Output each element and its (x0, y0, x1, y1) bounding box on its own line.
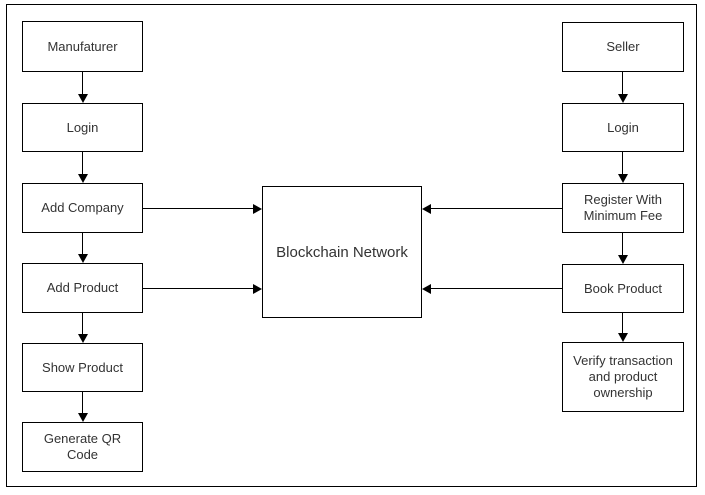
node-left-login[interactable]: Login (22, 103, 143, 152)
edge-add-product-to-blockchain-line (143, 288, 253, 289)
edge-manufaturer-to-login-line (82, 72, 83, 94)
node-generate-qr-code[interactable]: Generate QR Code (22, 422, 143, 472)
node-register-with-minimum-fee[interactable]: Register With Minimum Fee (562, 183, 684, 233)
edge-manufaturer-to-login-arrowhead (78, 94, 88, 103)
edge-login-to-register-fee-arrowhead (618, 174, 628, 183)
edge-book-product-to-verify-line (622, 313, 623, 333)
edge-add-company-to-blockchain-line (143, 208, 253, 209)
edge-register-fee-to-book-product-line (622, 233, 623, 255)
node-add-company[interactable]: Add Company (22, 183, 143, 233)
edge-login-to-add-company-line (82, 152, 83, 174)
edge-show-product-to-qr-line (82, 392, 83, 413)
edge-add-company-to-add-product-line (82, 233, 83, 254)
edge-add-company-to-add-product-arrowhead (78, 254, 88, 263)
edge-add-product-to-show-product-line (82, 313, 83, 334)
edge-seller-to-login-arrowhead (618, 94, 628, 103)
node-show-product[interactable]: Show Product (22, 343, 143, 392)
edge-register-fee-to-book-product-arrowhead (618, 255, 628, 264)
edge-register-fee-to-blockchain-line (431, 208, 562, 209)
edge-book-product-to-verify-arrowhead (618, 333, 628, 342)
edge-add-company-to-blockchain-arrowhead (253, 204, 262, 214)
node-book-product[interactable]: Book Product (562, 264, 684, 313)
edge-book-product-to-blockchain-arrowhead (422, 284, 431, 294)
node-blockchain-network[interactable]: Blockchain Network (262, 186, 422, 318)
edge-add-product-to-show-product-arrowhead (78, 334, 88, 343)
node-add-product[interactable]: Add Product (22, 263, 143, 313)
edge-login-to-add-company-arrowhead (78, 174, 88, 183)
edge-book-product-to-blockchain-line (431, 288, 562, 289)
edge-show-product-to-qr-arrowhead (78, 413, 88, 422)
node-seller[interactable]: Seller (562, 22, 684, 72)
edge-register-fee-to-blockchain-arrowhead (422, 204, 431, 214)
node-right-login[interactable]: Login (562, 103, 684, 152)
node-verify-transaction-and-product-ownership[interactable]: Verify transaction and product ownership (562, 342, 684, 412)
edge-add-product-to-blockchain-arrowhead (253, 284, 262, 294)
node-manufaturer[interactable]: Manufaturer (22, 21, 143, 72)
edge-seller-to-login-line (622, 72, 623, 94)
diagram-frame (6, 4, 697, 487)
edge-login-to-register-fee-line (622, 152, 623, 174)
